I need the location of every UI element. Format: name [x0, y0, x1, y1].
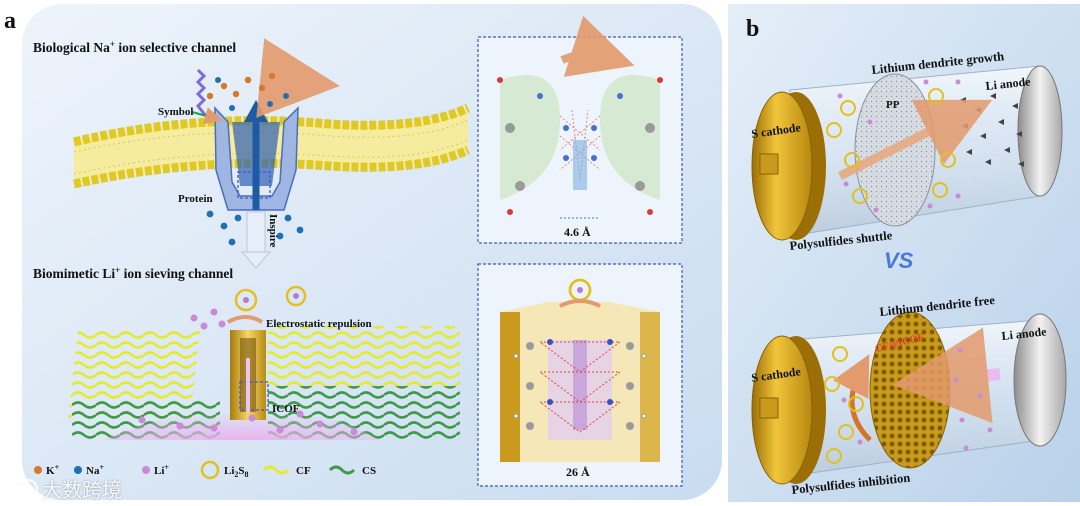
label-symbol: Symbol	[158, 106, 193, 118]
protein-channel	[214, 100, 299, 211]
legend-li2s8-label: Li2S8	[224, 465, 249, 479]
bottom-label-cathode: S cathode	[750, 364, 802, 385]
panel-a: a Biological Na+ ion selective channel S…	[4, 4, 722, 500]
bottom-s-cathode	[751, 335, 826, 485]
legend-k-label: K+	[46, 463, 60, 477]
li2s8-clusters	[227, 285, 307, 324]
legend-li-label: Li+	[154, 463, 169, 477]
icof-pillar	[230, 330, 269, 420]
bottom-li-ions	[841, 347, 993, 451]
legend-cf-label: CF	[296, 465, 311, 477]
legend-cs-label: CS	[362, 465, 376, 477]
cell-top: Lithium dendrite growth S cathode PP Li …	[750, 49, 1063, 253]
li-ions	[138, 308, 358, 436]
inset-bottom-measure: 26 Å	[566, 465, 590, 479]
watermark-logo-icon	[8, 478, 38, 499]
k-ion-exit-arrow	[256, 38, 340, 118]
legend-k-marker	[34, 466, 42, 474]
legend-na-marker	[74, 466, 82, 474]
legend-li2s8-marker	[200, 460, 220, 480]
legend-na-label: Na+	[86, 463, 104, 477]
inspire-arrow: Inspire	[240, 211, 279, 269]
bottom-label-anode: Li anode	[1001, 324, 1048, 343]
watermark-text: 大数跨境	[42, 478, 122, 502]
label-electrostatic-repulsion: Electrostatic repulsion	[266, 318, 372, 330]
panel-b-letter: b	[746, 16, 759, 42]
top-label-pp: PP	[886, 99, 900, 111]
inset-top: 4.6 Å	[477, 15, 683, 244]
label-inspire: Inspire	[267, 214, 279, 248]
title-biological-channel: Biological Na+ ion selective channel	[33, 39, 236, 55]
symbol-pointer-arrow	[191, 107, 223, 125]
top-li-ions	[837, 79, 961, 213]
icof-highlight-box	[239, 381, 269, 411]
legend-cf-marker	[262, 465, 290, 475]
inset-bottom: 26 Å	[477, 263, 683, 487]
vs-label: VS	[884, 248, 914, 273]
fiber-layer	[68, 326, 460, 440]
legend-cs-marker	[328, 465, 356, 475]
top-li-anode	[1017, 65, 1063, 197]
legend-li-marker	[142, 466, 150, 474]
inset-top-measure: 4.6 Å	[564, 225, 591, 239]
symbol-squiggle	[195, 68, 208, 117]
label-icof: ICOF	[272, 403, 300, 415]
top-s-cathode	[751, 91, 826, 241]
top-polysulfides	[826, 88, 956, 204]
title-biomimetic-channel: Biomimetic Li+ ion sieving channel	[33, 265, 233, 281]
legend: K+ Na+ Li+ Li2S8 CF CS	[34, 460, 376, 480]
label-protein: Protein	[178, 193, 213, 205]
bottom-li-anode	[1013, 313, 1067, 447]
panel-b: b	[728, 4, 1080, 502]
top-label-cathode: S cathode	[750, 120, 802, 141]
ion-cluster-top	[206, 72, 289, 111]
top-label-anode: Li anode	[985, 74, 1032, 93]
bottom-polysulfides	[824, 346, 864, 464]
panel-a-letter: a	[4, 8, 16, 34]
watermark: 大数跨境	[8, 474, 122, 503]
